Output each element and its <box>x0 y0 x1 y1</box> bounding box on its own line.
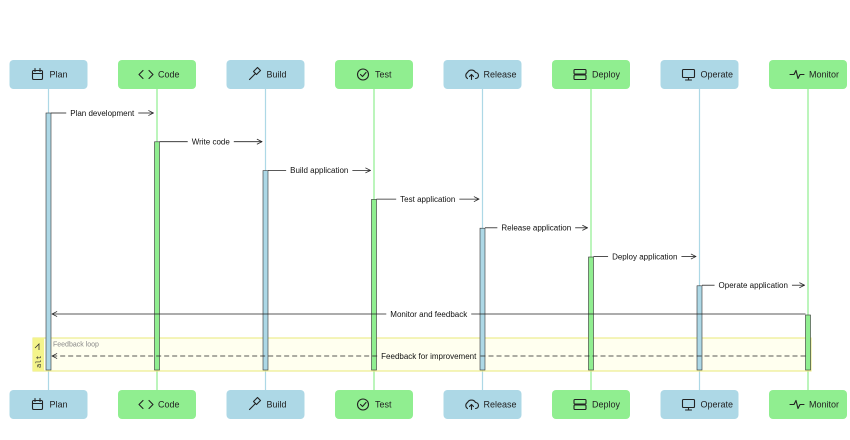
activity-icon <box>789 69 805 80</box>
message: Deploy application <box>593 252 697 261</box>
participant-label: Test <box>375 70 392 80</box>
calendar-icon <box>31 397 44 411</box>
activation-bar-monitor <box>805 314 811 371</box>
participant-label: Deploy <box>592 400 621 410</box>
participant-top-deploy: Deploy <box>552 60 630 89</box>
message-label: Deploy application <box>612 252 677 261</box>
participant-top-plan: Plan <box>9 60 88 89</box>
participant-label: Monitor <box>809 400 839 410</box>
participant-label: Build <box>267 400 287 410</box>
message: Operate application <box>702 281 805 290</box>
message: Write code <box>159 138 263 147</box>
participant-label: Build <box>267 70 287 80</box>
participant-bottom-code: Code <box>118 390 196 419</box>
message-label: Monitor and feedback <box>390 310 468 319</box>
activation-bar-code <box>154 141 160 371</box>
server-icon <box>573 398 587 411</box>
hammer-icon <box>248 66 262 81</box>
activation-bar-build <box>262 170 269 371</box>
participant-top-monitor: Monitor <box>769 60 847 89</box>
message-label: Release application <box>501 224 571 233</box>
participant-bottom-build: Build <box>226 390 305 419</box>
participant-top-build: Build <box>226 60 305 89</box>
message-label: Test application <box>400 195 455 204</box>
participant-label: Release <box>484 70 517 80</box>
participant-top-code: Code <box>118 60 196 89</box>
participant-label: Code <box>158 70 180 80</box>
monitor-icon <box>681 398 696 411</box>
participant-bottom-deploy: Deploy <box>552 390 630 419</box>
cloud-upload-icon <box>465 69 479 81</box>
monitor-icon <box>681 68 696 81</box>
check-circle-icon <box>356 398 370 411</box>
message-label: Operate application <box>719 281 788 290</box>
cloud-upload-icon <box>465 399 479 411</box>
fragment-label: Feedback loop <box>53 342 99 349</box>
message-label: Write code <box>192 138 231 147</box>
calendar-icon <box>31 67 44 81</box>
participant-bottom-release: Release <box>443 390 522 419</box>
message: Monitor and feedback <box>52 310 806 319</box>
message-label: Feedback for improvement <box>381 352 477 361</box>
participant-bottom-operate: Operate <box>660 390 739 419</box>
participant-label: Monitor <box>809 70 839 80</box>
message: Release application <box>485 224 588 233</box>
participant-bottom-monitor: Monitor <box>769 390 847 419</box>
message: Feedback for improvement <box>52 352 806 361</box>
branch-icon <box>34 343 40 350</box>
message: Build application <box>268 166 371 175</box>
message: Test application <box>376 195 480 204</box>
participant-label: Operate <box>701 70 734 80</box>
participant-top-operate: Operate <box>660 60 739 89</box>
participant-top-test: Test <box>335 60 413 89</box>
activity-icon <box>789 399 805 410</box>
code-icon <box>138 69 154 80</box>
participant-label: Plan <box>50 400 68 410</box>
participant-label: Plan <box>50 70 68 80</box>
participant-label: Code <box>158 400 180 410</box>
participant-label: Operate <box>701 400 734 410</box>
activation-bar-release <box>479 227 486 371</box>
server-icon <box>573 68 587 81</box>
hammer-icon <box>248 396 262 411</box>
participant-label: Release <box>484 400 517 410</box>
activation-bar-deploy <box>588 256 594 371</box>
fragment-tag: alt <box>35 355 43 368</box>
message-label: Build application <box>290 166 348 175</box>
activation-bar-plan <box>45 112 52 371</box>
message-label: Plan development <box>70 109 135 118</box>
code-icon <box>138 399 154 410</box>
participant-label: Deploy <box>592 70 621 80</box>
participant-bottom-test: Test <box>335 390 413 419</box>
participant-top-release: Release <box>443 60 522 89</box>
activation-bar-test <box>371 199 377 371</box>
check-circle-icon <box>356 68 370 81</box>
alt-fragment: alt Feedback loop <box>32 337 812 372</box>
activation-bar-operate <box>696 285 703 371</box>
participant-bottom-plan: Plan <box>9 390 88 419</box>
participant-label: Test <box>375 400 392 410</box>
message: Plan development <box>51 109 154 118</box>
